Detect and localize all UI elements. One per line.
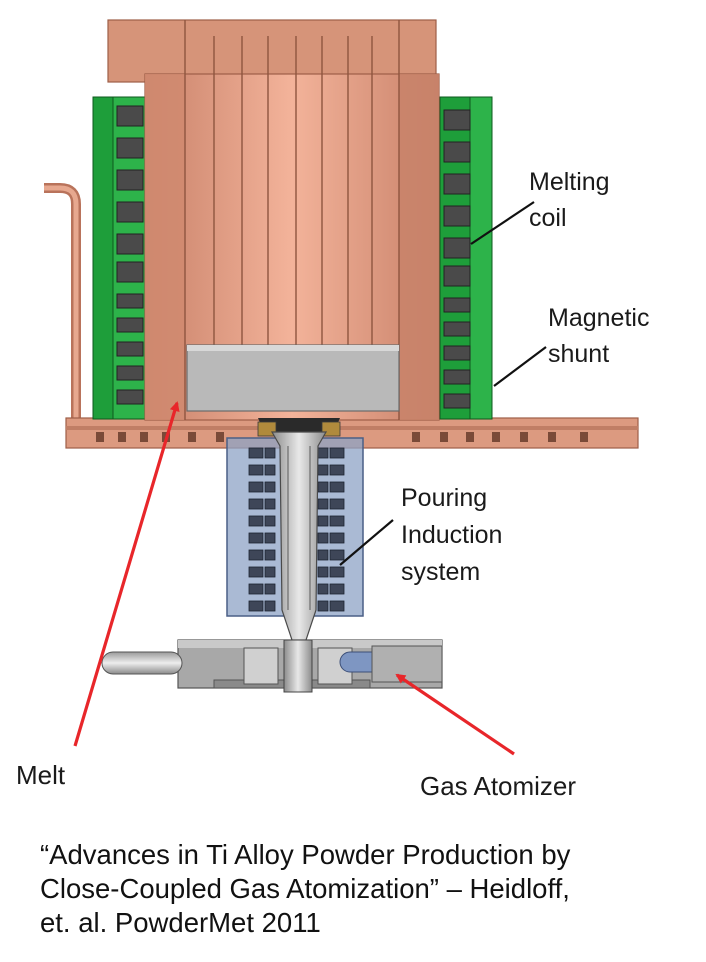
magnetic-shunt-leader xyxy=(493,346,547,387)
right-coil-blocks xyxy=(443,109,471,409)
label-coil: coil xyxy=(529,204,567,232)
nozzle-collar xyxy=(257,418,341,437)
citation-line-2: Close-Coupled Gas Atomization” – Heidlof… xyxy=(40,873,570,904)
red-arrows xyxy=(73,401,515,756)
melting-coil-leader xyxy=(470,201,535,245)
citation: “Advances in Ti Alloy Powder Production … xyxy=(40,838,700,940)
label-melting: Melting xyxy=(529,168,610,196)
label-gas-atomizer: Gas Atomizer xyxy=(420,771,576,801)
pouring-induction-leader xyxy=(339,519,394,566)
label-magnetic: Magnetic xyxy=(548,304,649,332)
citation-line-1: “Advances in Ti Alloy Powder Production … xyxy=(40,839,571,870)
gas-atomizer-assembly xyxy=(101,639,443,693)
label-shunt: shunt xyxy=(548,340,609,368)
gas-atomizer-arrow xyxy=(395,673,515,756)
melt-block xyxy=(186,344,400,412)
label-pouring: Pouring xyxy=(401,484,487,512)
melt-arrow xyxy=(73,401,180,747)
leader-lines xyxy=(339,201,547,566)
left-coil-blocks xyxy=(116,105,144,405)
citation-line-3: et. al. PowderMet 2011 xyxy=(40,907,321,938)
pouring-coil-blocks xyxy=(248,447,345,612)
label-induction: Induction xyxy=(401,521,502,549)
crucible-top xyxy=(107,19,437,83)
label-system: system xyxy=(401,558,480,586)
feed-pipe xyxy=(44,183,81,430)
label-melt: Melt xyxy=(16,760,66,790)
